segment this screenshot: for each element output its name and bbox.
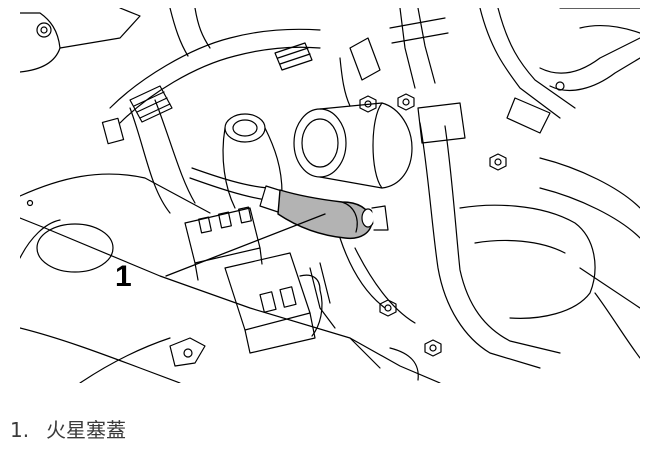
figure-legend: 1. 火星塞蓋: [10, 418, 126, 442]
callout-number: 1: [115, 260, 132, 293]
illustration-frame: [20, 8, 640, 383]
legend-item-text: 火星塞蓋: [46, 418, 126, 442]
callout-leader-line: [165, 213, 326, 277]
engine-line-drawing: [20, 8, 640, 383]
legend-item-number: 1.: [10, 418, 30, 442]
bolt-top: [359, 95, 377, 113]
